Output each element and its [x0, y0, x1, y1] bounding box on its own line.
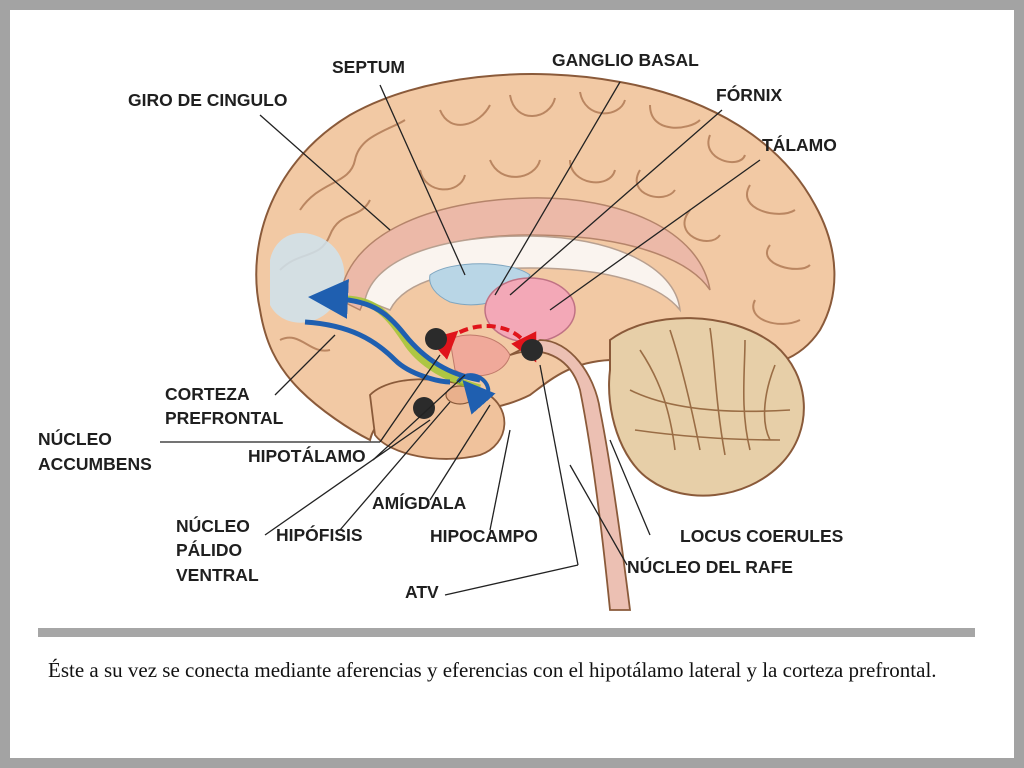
brainstem [509, 339, 632, 611]
label-fornix: FÓRNIX [716, 84, 782, 105]
label-atv: ATV [405, 582, 439, 602]
slide: SEPTUM GANGLIO BASAL GIRO DE CINGULO FÓR… [10, 10, 1014, 758]
label-nucleo-palido-line3: VENTRAL [176, 565, 259, 585]
gyri [279, 91, 811, 352]
label-hipofisis: HIPÓFISIS [276, 524, 363, 545]
brain-diagram: SEPTUM GANGLIO BASAL GIRO DE CINGULO FÓR… [38, 50, 843, 611]
caption-text: Éste a su vez se conecta mediante aferen… [48, 658, 937, 682]
label-amigdala: AMÍGDALA [372, 492, 467, 513]
label-giro-de-cingulo: GIRO DE CINGULO [128, 90, 287, 110]
brain-illustration [255, 73, 836, 611]
label-septum: SEPTUM [332, 57, 405, 77]
label-locus-coerules: LOCUS COERULES [680, 526, 843, 546]
dot-vta [521, 339, 543, 361]
red-dashed-arrow [428, 324, 537, 363]
divider-bar [38, 628, 975, 637]
label-hipocampo: HIPOCAMPO [430, 526, 538, 546]
label-nucleo-palido-line2: PÁLIDO [176, 539, 242, 560]
blue-arrow-curl [456, 373, 496, 415]
label-ganglio-basal: GANGLIO BASAL [552, 50, 699, 70]
label-corteza-line2: PREFRONTAL [165, 408, 284, 428]
dot-accumbens [425, 328, 447, 350]
label-hipotalamo: HIPOTÁLAMO [248, 445, 366, 466]
dot-pallidum [413, 397, 435, 419]
label-nucleo-palido-line1: NÚCLEO [176, 515, 250, 536]
blue-arrow-to-prefrontal [308, 278, 481, 383]
label-nucleo-accumbens-line1: NÚCLEO [38, 428, 112, 449]
cerebellum-folia [629, 327, 791, 456]
cerebellum [608, 317, 805, 497]
thalamus [484, 277, 576, 343]
label-talamo: TÁLAMO [762, 134, 837, 155]
pathway-arrows [304, 278, 543, 419]
blue-arrow-to-accumbens [304, 319, 451, 385]
label-nucleo-del-rafe: NÚCLEO DEL RAFE [627, 556, 793, 577]
leader-lines [160, 81, 761, 596]
label-nucleo-accumbens-line2: ACCUMBENS [38, 454, 152, 474]
label-corteza-line1: CORTEZA [165, 384, 250, 404]
